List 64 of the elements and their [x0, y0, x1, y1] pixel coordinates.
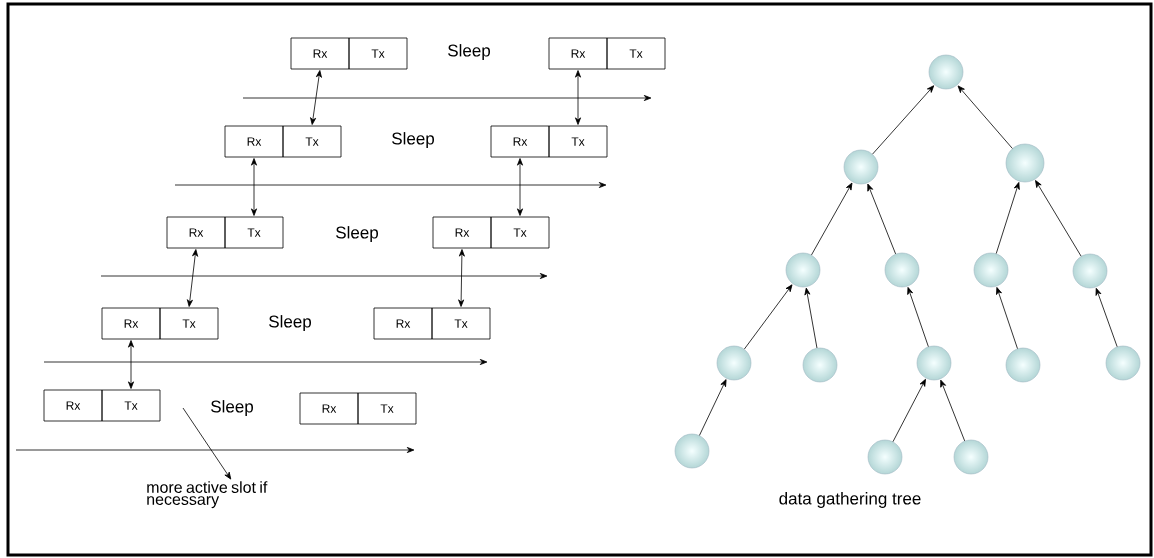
slot-cell: Tx: [101, 389, 161, 422]
tree-node-circle: [1005, 347, 1041, 383]
slot-cell: Rx: [224, 125, 284, 158]
slot-cell: Rx: [290, 37, 350, 70]
double-arrow: [310, 70, 322, 125]
slot-cell: Rx: [166, 216, 226, 249]
double-arrow: [575, 70, 581, 125]
slot-cell: Tx: [282, 125, 342, 158]
slot-cell: Rx: [548, 37, 608, 70]
slot-cell: Tx: [357, 392, 417, 425]
slot-cell: Rx: [299, 392, 359, 425]
sleep-label: Sleep: [269, 315, 311, 331]
slot-cell: Tx: [490, 216, 550, 249]
tree-node-circle: [716, 345, 752, 381]
slot-cell: Tx: [431, 307, 491, 340]
slot-cell: Tx: [348, 37, 408, 70]
arrow: [892, 378, 926, 443]
double-arrow: [186, 249, 199, 307]
arrow: [996, 287, 1018, 349]
tree-node-circle: [973, 252, 1009, 288]
arrow: [699, 379, 727, 436]
arrow: [907, 287, 929, 348]
slot-cell: Rx: [432, 216, 492, 249]
tree-node-circle: [884, 252, 920, 288]
double-arrow: [128, 340, 134, 389]
sleep-label: Sleep: [336, 226, 378, 242]
sleep-label: Sleep: [392, 132, 434, 148]
tree-node-circle: [1005, 143, 1045, 183]
tree-node-circle: [867, 439, 903, 475]
slot-cell: Tx: [548, 125, 608, 158]
tree-node-circle: [674, 433, 710, 469]
arrow: [743, 284, 793, 350]
double-arrow: [458, 249, 465, 307]
slot-cell: Rx: [43, 389, 103, 422]
arrow: [940, 379, 966, 442]
tree-node-circle: [916, 345, 952, 381]
arrow: [872, 85, 935, 155]
slot-cell: Rx: [490, 125, 550, 158]
slot-cell: Tx: [606, 37, 666, 70]
sleep-label: Sleep: [448, 44, 490, 60]
arrow: [1095, 287, 1118, 348]
arrow: [957, 85, 1013, 149]
tree-node-circle: [928, 54, 964, 90]
arrow: [867, 183, 896, 255]
arrow: [804, 287, 818, 349]
tree-node-circle: [953, 439, 989, 475]
slot-cell: Rx: [373, 307, 433, 340]
tree-node-circle: [1072, 253, 1108, 289]
tree-node-circle: [843, 149, 879, 185]
annotation-text: more active slot if necessary: [147, 481, 268, 509]
tree-node-circle: [802, 347, 838, 383]
arrow: [995, 182, 1020, 254]
tree-node-circle: [1105, 345, 1141, 381]
double-arrow: [251, 158, 257, 216]
arrow: [811, 182, 853, 256]
slot-cell: Tx: [159, 307, 219, 340]
caption: data gathering tree: [779, 492, 921, 508]
slot-cell: Rx: [101, 307, 161, 340]
sleep-label: Sleep: [211, 400, 253, 416]
arrow: [182, 407, 232, 480]
tree-node-circle: [785, 252, 821, 288]
slot-cell: Tx: [224, 216, 284, 249]
double-arrow: [517, 158, 523, 216]
arrow: [1035, 180, 1082, 257]
